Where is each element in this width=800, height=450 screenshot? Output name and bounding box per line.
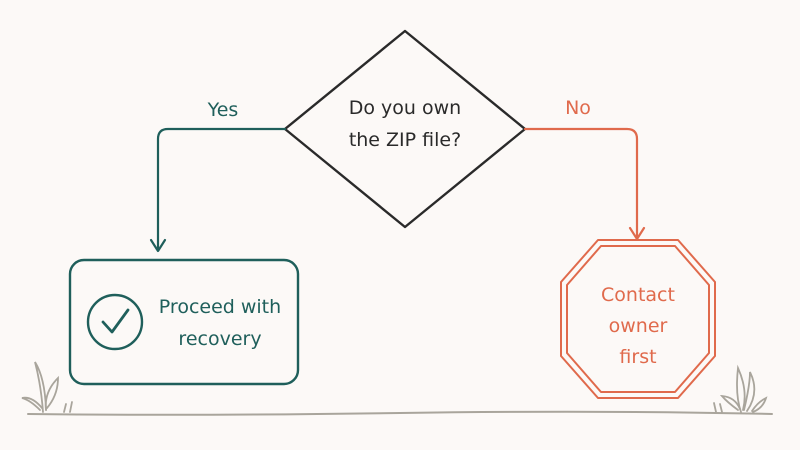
ground-line <box>27 410 773 416</box>
yes-result-text: Proceed with recovery <box>155 291 285 355</box>
no-result-line1: Contact <box>601 284 675 306</box>
decision-question: Do you own the ZIP file? <box>330 92 480 156</box>
yes-connector <box>156 127 287 250</box>
no-branch-label: No <box>565 97 591 119</box>
plant-left-icon <box>21 361 73 413</box>
yes-result-line1: Proceed with <box>158 296 282 318</box>
yes-result-line2: recovery <box>178 328 262 350</box>
decision-diamond <box>283 29 527 229</box>
yes-arrowhead <box>149 238 167 253</box>
no-result-line3: first <box>619 346 657 368</box>
checkmark-icon <box>86 293 144 351</box>
plant-right-icon <box>713 364 768 413</box>
decision-question-line1: Do you own <box>348 97 462 119</box>
no-result-line2: owner <box>608 315 668 337</box>
no-result-text: Contact owner first <box>578 280 698 373</box>
octagon-stop-icon <box>560 239 716 399</box>
yes-branch-label: Yes <box>207 99 239 121</box>
yes-result-box <box>68 258 300 386</box>
decision-question-line2: the ZIP file? <box>348 129 462 151</box>
no-connector <box>523 127 639 238</box>
